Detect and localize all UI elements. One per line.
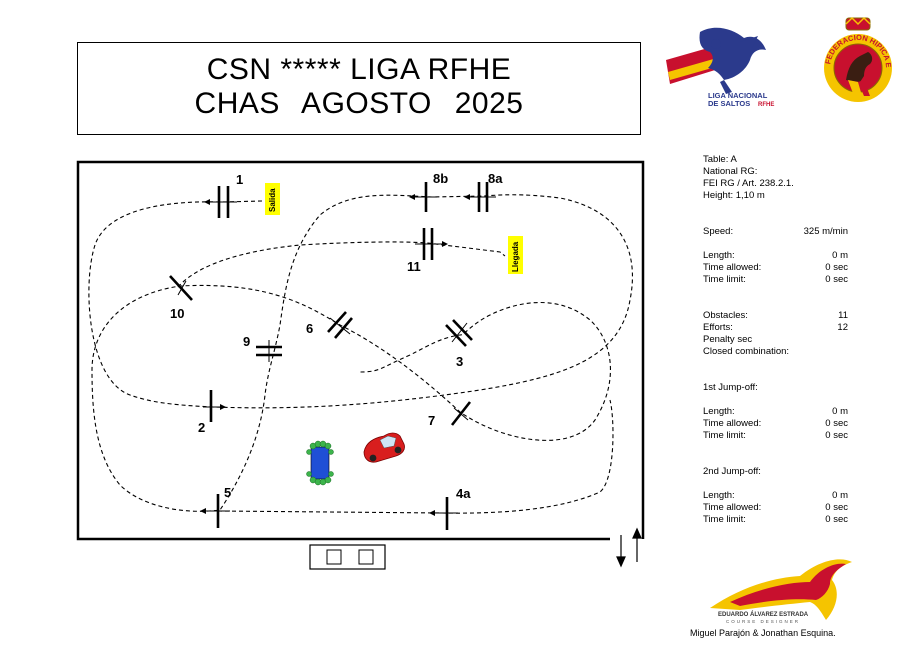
info-time-limit-value: 0 sec [825, 274, 848, 285]
info-time-limit-label: Time limit: [703, 274, 746, 285]
info-jo2-length-value: 0 m [832, 490, 848, 501]
info-obstacles-value: 11 [838, 310, 848, 321]
arena-border [76, 160, 645, 541]
obstacle-6 [327, 311, 353, 339]
start-label-bg [265, 183, 280, 215]
obstacle-number-4a: 4a [456, 486, 471, 501]
entry-arrows [616, 527, 642, 568]
designer-role-text: COURSE DESIGNER [726, 619, 800, 624]
info-speed-label: Speed: [703, 226, 734, 237]
info-jo2-length-row: Length: 0 m [703, 490, 848, 502]
info-jo1-tl-value: 0 sec [825, 430, 848, 441]
info-jo2-tl-row: Time limit: 0 sec [703, 514, 848, 526]
info-height: Height: 1,10 m [703, 190, 765, 201]
obstacle-8a [470, 182, 496, 212]
info-jo1-length-value: 0 m [832, 406, 848, 417]
obstacle-numbers: 1 2 3 4a 5 6 7 8a 8b 9 10 11 [170, 171, 503, 501]
liga-text-2: DE SALTOS [708, 99, 750, 108]
info-jo1-tl-label: Time limit: [703, 430, 746, 441]
info-jo2-ta-value: 0 sec [825, 502, 848, 513]
info-obstacles-row: Obstacles: 11 [703, 310, 848, 322]
info-length-label: Length: [703, 250, 735, 261]
obstacle-11 [415, 228, 442, 260]
water-feature-icon [306, 440, 334, 486]
federacion-hipica-crest: FEDERACION HIPICA ESPAÑOLA [818, 16, 893, 102]
liga-text-1: LIGA NACIONAL [708, 91, 768, 100]
obstacle-2 [203, 390, 220, 422]
info-speed-value: 325 m/min [803, 226, 848, 237]
course-designer-logo: EDUARDO ÁLVAREZ ESTRADA COURSE DESIGNER [710, 559, 852, 624]
info-length-value: 0 m [832, 250, 848, 261]
assistant-designers: Miguel Parajón & Jonathan Esquina. [690, 628, 836, 638]
finish-label-bg [508, 236, 523, 274]
designer-name-text: EDUARDO ÁLVAREZ ESTRADA [718, 611, 809, 618]
obstacle-number-8a: 8a [488, 171, 503, 186]
info-penalty: Penalty sec [703, 334, 753, 345]
obstacle-number-7: 7 [428, 413, 435, 428]
info-speed-row: Speed: 325 m/min [703, 226, 848, 238]
obstacle-number-2: 2 [198, 420, 205, 435]
obstacle-number-11: 11 [407, 259, 421, 274]
info-jo2-tl-value: 0 sec [825, 514, 848, 525]
info-jo1-ta-row: Time allowed: 0 sec [703, 418, 848, 430]
obstacle-7 [450, 401, 472, 426]
obstacle-1 [210, 186, 237, 218]
start-label: Salida [268, 188, 277, 212]
info-obstacles-label: Obstacles: [703, 310, 748, 321]
car-icon [363, 432, 405, 463]
obstacle-number-5: 5 [224, 485, 231, 500]
obstacle-number-6: 6 [306, 321, 313, 336]
liga-nacional-logo: LIGA NACIONAL DE SALTOS RFHE [666, 27, 774, 108]
info-closed: Closed combination: [703, 346, 790, 357]
info-jo1-length-row: Length: 0 m [703, 406, 848, 418]
info-jo1-tl-row: Time limit: 0 sec [703, 430, 848, 442]
info-efforts-row: Efforts: 12 [703, 322, 848, 334]
title-line-2: CHAS AGOSTO 2025 [194, 87, 524, 120]
info-time-allowed-label: Time allowed: [703, 262, 762, 273]
info-time-allowed-row: Time allowed: 0 sec [703, 262, 848, 274]
obstacle-number-8b: 8b [433, 171, 448, 186]
course-title-box: CSN ***** LIGA RFHE CHAS AGOSTO 2025 [77, 42, 641, 135]
finish-label: Llegada [511, 241, 520, 272]
info-time-limit-row: Time limit: 0 sec [703, 274, 848, 286]
obstacle-number-1: 1 [236, 172, 243, 187]
obstacle-8b [415, 182, 437, 212]
info-jo2-ta-row: Time allowed: 0 sec [703, 502, 848, 514]
obstacle-number-3: 3 [456, 354, 463, 369]
liga-text-suffix: RFHE [758, 102, 774, 108]
info-jo1-ta-label: Time allowed: [703, 418, 762, 429]
info-jo1-ta-value: 0 sec [825, 418, 848, 429]
obstacle-5 [206, 494, 230, 528]
obstacle-number-10: 10 [170, 306, 184, 321]
course-route [88, 194, 633, 514]
info-jump-off-2-title: 2nd Jump-off: [703, 466, 761, 477]
info-jo2-tl-label: Time limit: [703, 514, 746, 525]
judge-box [309, 544, 386, 570]
info-efforts-label: Efforts: [703, 322, 733, 333]
info-jo2-length-label: Length: [703, 490, 735, 501]
info-jo1-length-label: Length: [703, 406, 735, 417]
obstacle-number-9: 9 [243, 334, 250, 349]
title-line-1: CSN ***** LIGA RFHE [206, 53, 512, 86]
info-efforts-value: 12 [837, 322, 848, 333]
info-time-allowed-value: 0 sec [825, 262, 848, 273]
course-info-panel: Table: A National RG: FEI RG / Art. 238.… [703, 154, 848, 526]
info-length-row: Length: 0 m [703, 250, 848, 262]
info-national: National RG: [703, 166, 758, 177]
info-jo2-ta-label: Time allowed: [703, 502, 762, 513]
info-fei: FEI RG / Art. 238.2.1. [703, 178, 794, 189]
obstacle-3 [445, 319, 473, 347]
direction-arrows [200, 194, 470, 516]
obstacle-9 [256, 340, 282, 362]
obstacle-4a [435, 497, 458, 530]
obstacle-10 [169, 275, 193, 301]
info-table: Table: A [703, 154, 737, 165]
info-jump-off-1-title: 1st Jump-off: [703, 382, 758, 393]
